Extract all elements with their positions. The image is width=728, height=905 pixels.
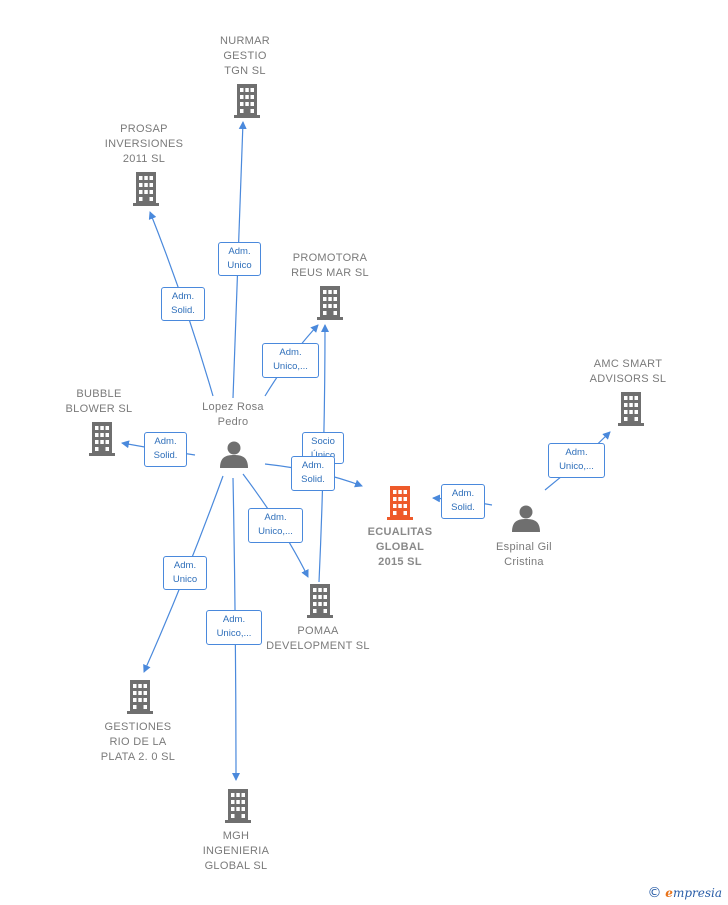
node-label-mgh[interactable]: MGH INGENIERIA GLOBAL SL xyxy=(202,830,270,872)
brand-logo: © empresia xyxy=(647,885,722,901)
node-label-nurmar[interactable]: NURMAR GESTIO TGN SL xyxy=(219,35,271,77)
node-label-pomaa[interactable]: POMAA DEVELOPMENT SL xyxy=(266,625,370,652)
edge-label-lopez-nurmar[interactable]: Adm. Unico xyxy=(218,242,261,276)
building-icon[interactable] xyxy=(225,789,251,823)
edge-label-lopez-pomaa[interactable]: Adm. Unico,... xyxy=(248,508,303,543)
node-label-ecualitas[interactable]: ECUALITAS GLOBAL 2015 SL xyxy=(367,526,433,568)
node-label-espinal[interactable]: Espinal Gil Cristina xyxy=(496,541,552,568)
building-icon[interactable] xyxy=(127,680,153,714)
edge-label-lopez-mgh[interactable]: Adm. Unico,... xyxy=(206,610,262,645)
brand-name: mpresia xyxy=(672,886,722,900)
edge-label-lopez-bubble[interactable]: Adm. Solid. xyxy=(144,432,187,467)
brand-initial: e xyxy=(665,886,673,900)
node-label-gestiones[interactable]: GESTIONES RIO DE LA PLATA 2. 0 SL xyxy=(100,721,176,763)
building-icon[interactable] xyxy=(307,584,333,618)
building-icon[interactable] xyxy=(89,422,115,456)
person-icon[interactable] xyxy=(220,441,248,469)
node-label-promotora[interactable]: PROMOTORA REUS MAR SL xyxy=(291,252,369,279)
building-icon[interactable] xyxy=(387,486,413,520)
edge-label-lopez-ecualitas[interactable]: Adm. Solid. xyxy=(291,456,335,491)
person-icon[interactable] xyxy=(512,505,540,533)
edge-label-espinal-ecualitas[interactable]: Adm. Solid. xyxy=(441,484,485,519)
edge-label-espinal-amc[interactable]: Adm. Unico,... xyxy=(548,443,605,478)
node-label-amc[interactable]: AMC SMART ADVISORS SL xyxy=(589,358,667,385)
edges xyxy=(121,121,611,781)
node-label-bubble[interactable]: BUBBLE BLOWER SL xyxy=(65,388,133,415)
building-icon[interactable] xyxy=(618,392,644,426)
building-icon[interactable] xyxy=(317,286,343,320)
node-label-prosap[interactable]: PROSAP INVERSIONES 2011 SL xyxy=(104,123,184,165)
edge-label-lopez-promotora[interactable]: Adm. Unico,... xyxy=(262,343,319,378)
node-label-lopez[interactable]: Lopez Rosa Pedro xyxy=(202,401,264,428)
building-icon[interactable] xyxy=(234,84,260,118)
building-icon[interactable] xyxy=(133,172,159,206)
edge-label-lopez-prosap[interactable]: Adm. Solid. xyxy=(161,287,205,321)
edge-label-lopez-gestiones[interactable]: Adm. Unico xyxy=(163,556,207,590)
copyright-icon: © xyxy=(647,885,662,901)
